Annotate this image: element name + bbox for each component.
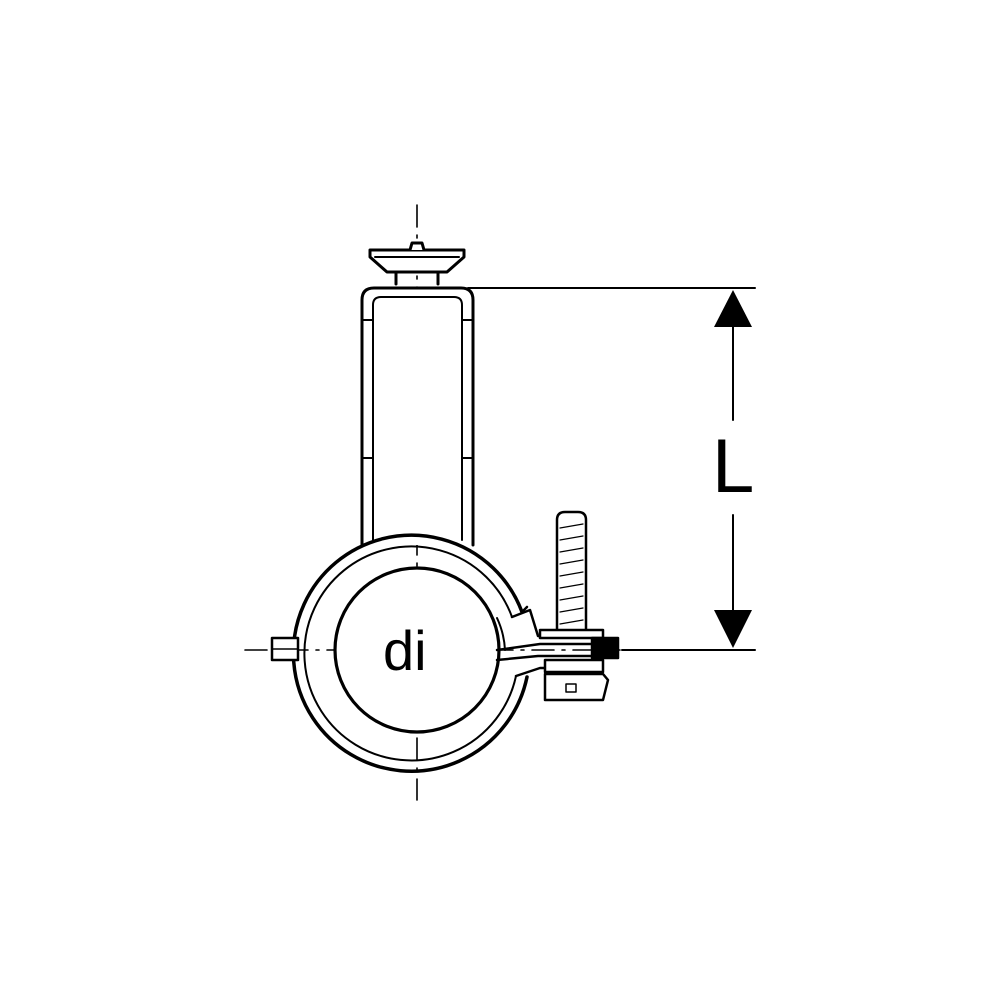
clamp-screw [538, 510, 620, 702]
clamp-lugs [270, 605, 602, 678]
strap-body [360, 286, 475, 547]
length-label: L [712, 424, 754, 509]
dimension-L [467, 287, 756, 651]
clamp-ring [291, 533, 529, 773]
mounting-disc [368, 241, 466, 286]
arrow-up-icon [714, 290, 752, 327]
diameter-label: di [383, 619, 427, 682]
arrow-down-icon [714, 610, 752, 648]
